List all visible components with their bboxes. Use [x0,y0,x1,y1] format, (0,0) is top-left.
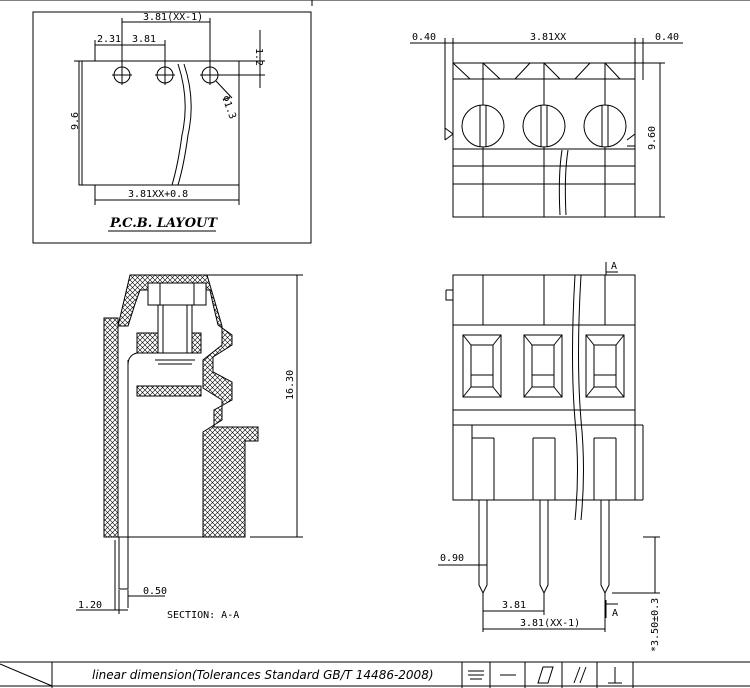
wire-entry-2 [523,334,563,398]
parallelogram-icon [537,666,554,684]
section-marker-top: A [611,261,617,272]
section-label: SECTION: A-A [167,610,239,621]
section-dim-pin: 0.50 [143,586,167,597]
section-marker-bottom: A [612,608,618,619]
tolerance-text: linear dimension(Tolerances Standard GB/… [92,668,434,682]
pcb-layout-view: 3.81(XX-1) 2.31 3.81 1.2 9.6 Φ1.3 3.81XX… [32,11,312,244]
section-screw-head [147,282,207,306]
front-view: 0.40 3.81XX 0.40 9.60 [410,32,683,218]
top-dim-pitch-total: 3.81(XX-1) [520,618,580,629]
screw-2 [522,104,566,148]
wire-entry-1 [462,334,502,398]
top-pin-2 [539,537,549,595]
title-block: linear dimension(Tolerances Standard GB/… [0,661,750,688]
dim-pitch-total: 3.81(XX-1) [143,12,203,23]
pcb-layout-title: P.C.B. LAYOUT [109,216,218,231]
section-pin [118,536,129,590]
section-dim-offset: 1.20 [78,600,102,611]
top-view: A A 0.90 3.81 3.81(XX-1) *3.50±0.3 [438,261,661,652]
top-pin-3 [600,537,610,595]
dim-height: 9.6 [70,112,81,130]
dim-top: 1.2 [253,48,264,66]
pcb-layout-frame [32,11,312,244]
front-dim-height: 9.60 [647,126,658,150]
section-dim-height: 16.30 [285,370,296,400]
front-dim-pitch: 3.81XX [530,32,566,43]
pcb-outline [78,60,240,186]
top-dim-pin-width: 0.90 [440,553,464,564]
screw-3 [583,104,627,148]
screw-1 [461,104,505,148]
dim-hole: Φ1.3 [219,94,238,120]
dim-edge: 2.31 [97,34,121,45]
top-dim-pin-length: *3.50±0.3 [650,598,661,652]
flatness-icon [468,670,484,680]
wire-entry-3 [585,334,625,398]
front-dim-left: 0.40 [412,32,436,43]
dim-pitch: 3.81 [132,34,156,45]
parallelism-icon [573,666,587,684]
perpendicularity-icon [608,667,622,684]
section-view: 16.30 0.50 1.20 SECTION: A-A [76,274,303,621]
front-dim-right: 0.40 [655,32,679,43]
top-dim-pitch: 3.81 [502,600,526,611]
dim-width: 3.81XX+0.8 [128,189,188,200]
